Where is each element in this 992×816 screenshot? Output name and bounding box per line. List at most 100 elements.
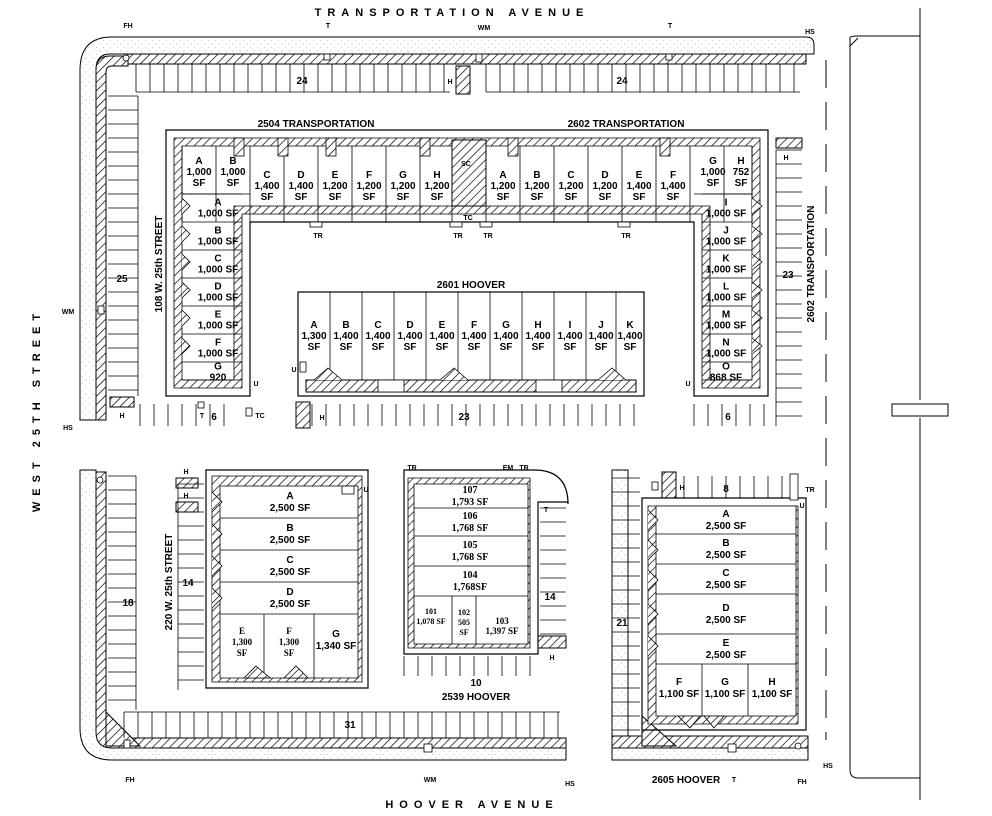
unit-label-line: B [214,226,221,237]
unit-label-line: SF [595,342,608,353]
parking-count: 23 [458,412,470,423]
marker-label: HS [63,425,73,432]
parking-count: 10 [470,678,482,689]
unit-label-line: 2,500 SF [706,580,747,591]
building-label-108-w-25th: 108 W. 25th STREET [154,216,165,313]
unit-label-line: SF [237,648,248,658]
marker-label: H [783,155,788,162]
unit-label-line: SF [735,178,748,189]
unit-label-line: E [439,320,446,331]
marker-label: T [326,23,331,30]
unit-label-line: SF [468,342,481,353]
marker-label: H [447,79,452,86]
building-label-2602-transportation-side: 2602 TRANSPORTATION [806,206,817,323]
unit-label-line: C [263,170,270,181]
building-labels: 2504 TRANSPORTATION 2602 TRANSPORTATION … [154,119,817,786]
unit-label-line: N [722,338,729,349]
street-label-west: WEST 25TH STREET [31,308,43,512]
unit-label-line: SF [633,192,646,203]
parking-count: 18 [122,598,134,609]
marker-label: U [253,381,258,388]
parking-counts: 24 24 25 23 6 23 6 8 14 18 14 21 10 31 [116,76,794,731]
unit-label-line: E [332,170,339,181]
unit-label-line: SF [193,178,206,189]
unit-label-line: F [286,626,292,636]
unit-label-line: SF [707,178,720,189]
unit-label-line: 1,768 SF [452,523,489,534]
parking-count: 6 [211,412,217,423]
unit-label-line: 1,200 [490,181,515,192]
unit-label-line: 2,500 SF [706,521,747,532]
utility-markers: FH T WM T HS H SC TC TR TR TR TR WM HS H… [62,23,833,788]
unit-label-line: G [709,156,717,167]
unit-label-line: 1,200 [390,181,415,192]
unit-label-line: H [768,677,775,688]
parking-count: 23 [782,270,794,281]
unit-label-line: 107 [463,485,478,496]
unit-label-line: 1,400 [397,331,422,342]
unit-label-line: G [721,677,729,688]
unit-label-line: D [406,320,413,331]
parking-count: 31 [344,720,356,731]
marker-label: TR [519,465,528,472]
unit-label-line: 1,200 [524,181,549,192]
unit-label-line: SF [565,192,578,203]
unit-label-line: K [722,254,730,265]
unit-label-line: 1,000 [700,167,725,178]
marker-symbols [96,53,802,753]
unit-label-line: A [214,198,221,209]
unit-label-line: SF [531,192,544,203]
unit-label-line: 1,768SF [453,582,487,593]
unit-label-line: 1,100 SF [705,689,746,700]
unit-label-line: 505 [458,618,470,627]
unit-label-line: 1,078 SF [416,617,445,626]
unit-label-line: SF [459,628,468,637]
unit-label-line: 1,000 SF [198,265,239,276]
unit-label-line: 1,000 SF [198,349,239,360]
unit-label-line: F [366,170,372,181]
building-label-2504-transportation: 2504 TRANSPORTATION [258,119,375,130]
unit-label-line: H [433,170,440,181]
unit-label-line: SF [329,192,342,203]
unit-label-line: 1,000 SF [706,293,747,304]
unit-label-line: G [399,170,407,181]
unit-label-line: SF [397,192,410,203]
unit-label-line: 103 [495,616,509,626]
unit-label-line: A [310,320,317,331]
unit-label-line: L [723,282,729,293]
unit-label-line: SF [431,192,444,203]
marker-label: H [119,413,124,420]
marker-label: H [679,485,684,492]
marker-label: FH [125,777,134,784]
unit-label-line: 1,200 [356,181,381,192]
unit-label-line: SF [564,342,577,353]
unit-label-line: 2,500 SF [270,535,311,546]
unit-label-line: 2,500 SF [270,599,311,610]
building-label-220-w-25th: 220 W. 25th STREET [164,534,175,631]
unit-label-line: 1,400 [288,181,313,192]
unit-label-line: A [286,491,293,502]
marker-label: WM [424,777,437,784]
